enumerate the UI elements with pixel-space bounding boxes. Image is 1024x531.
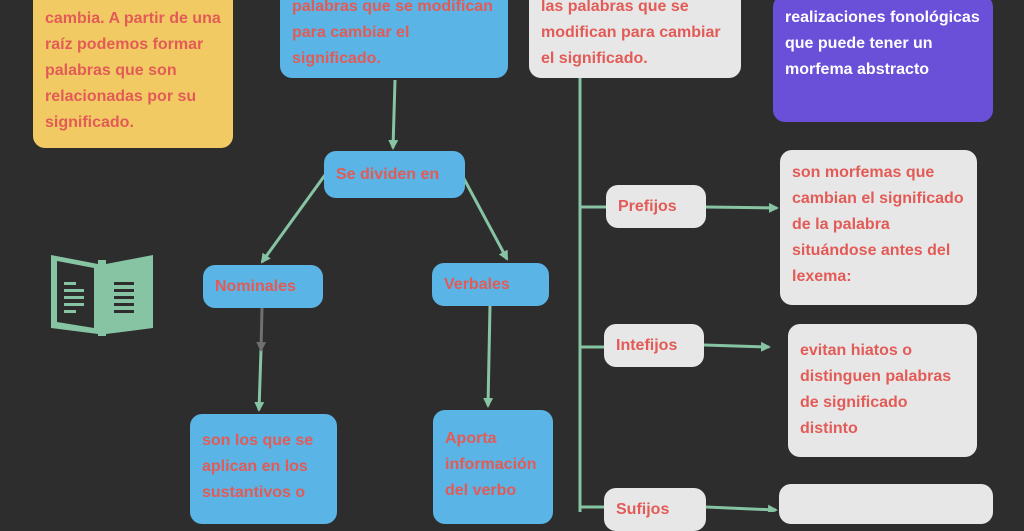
edge-nominales-to-desc: [254, 349, 265, 412]
edge-interfijos-to-desc: [703, 341, 771, 352]
blue-top-box: palabras que se modifican para cambiar e…: [280, 0, 508, 78]
prefijos-box: Prefijos: [606, 185, 706, 228]
verbales-description-box: Aporta información del verbo: [433, 410, 553, 524]
yellow-definition-box: cambia. A partir de una raíz podemos for…: [33, 0, 233, 148]
purple-definition-box: realizaciones fonológicas que puede tene…: [773, 0, 993, 122]
se-dividen-label: Se dividen en: [336, 165, 440, 183]
interfijos-description-text: evitan hiatos o distinguen palabras de s…: [800, 342, 952, 437]
interfijos-description-box: evitan hiatos o distinguen palabras de s…: [788, 324, 977, 457]
open-book-icon: [51, 255, 153, 336]
sufijos-label: Sufijos: [616, 500, 670, 518]
edge-sedividen-to-verbales: [460, 174, 509, 261]
nominales-description-box: son los que se aplican en los sustantivo…: [190, 414, 337, 524]
prefijos-description-text: son morfemas que cambian el significado …: [792, 164, 964, 285]
verbales-box: Verbales: [432, 263, 549, 306]
edge-blue-to-sedividen: [388, 79, 399, 150]
edge-sufijos-to-desc: [705, 504, 778, 512]
se-dividen-box: Se dividen en: [324, 151, 465, 198]
blue-top-text: palabras que se modifican para cambiar e…: [292, 0, 493, 67]
connector-lines: [254, 78, 779, 512]
verbales-label: Verbales: [444, 275, 510, 293]
nominales-label: Nominales: [215, 277, 296, 295]
edge-sedividen-to-nominales: [260, 174, 327, 264]
edge-prefijos-to-desc: [705, 202, 779, 213]
interfijos-box: Intefijos: [604, 324, 704, 367]
verbales-description-text: Aporta información del verbo: [445, 430, 537, 499]
edge-nominales-down: [256, 307, 267, 352]
prefijos-label: Prefijos: [618, 197, 677, 215]
nominales-description-text: son los que se aplican en los sustantivo…: [202, 432, 314, 501]
prefijos-description-box: son morfemas que cambian el significado …: [780, 150, 977, 305]
yellow-definition-text: cambia. A partir de una raíz podemos for…: [45, 10, 221, 131]
nominales-box: Nominales: [203, 265, 323, 308]
edge-verbales-to-desc: [483, 305, 494, 408]
grey-top-text: las palabras que se modifican para cambi…: [541, 0, 721, 67]
purple-definition-text: realizaciones fonológicas que puede tene…: [785, 9, 980, 78]
sufijos-box: Sufijos: [604, 488, 706, 531]
sufijos-description-box: [779, 484, 993, 524]
interfijos-label: Intefijos: [616, 336, 678, 354]
grey-top-box: las palabras que se modifican para cambi…: [529, 0, 741, 78]
